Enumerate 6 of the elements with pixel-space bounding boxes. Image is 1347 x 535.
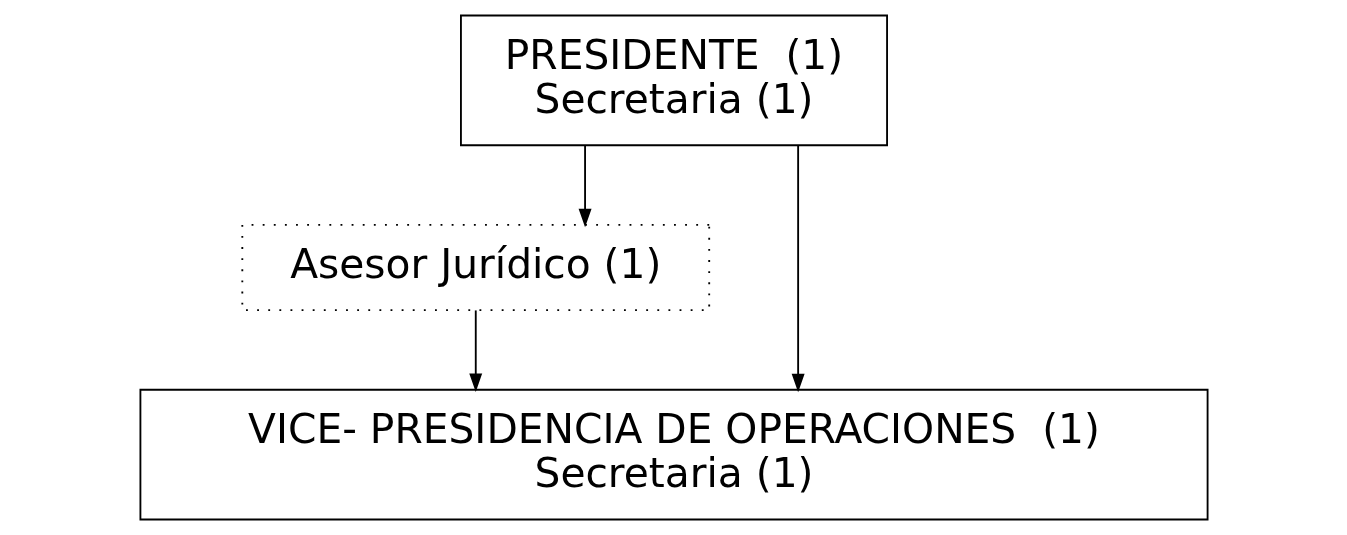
arrow: [578, 144, 592, 228]
node-box: VICE- PRESIDENCIA DE OPERACIONES (1) Secretaria (1): [139, 388, 1208, 521]
arrow: [468, 309, 482, 392]
node-box: Asesor Jurídico (1): [240, 223, 710, 312]
arrow: [791, 144, 805, 393]
node-box: PRESIDENTE (1) Secretaria (1): [459, 14, 888, 147]
